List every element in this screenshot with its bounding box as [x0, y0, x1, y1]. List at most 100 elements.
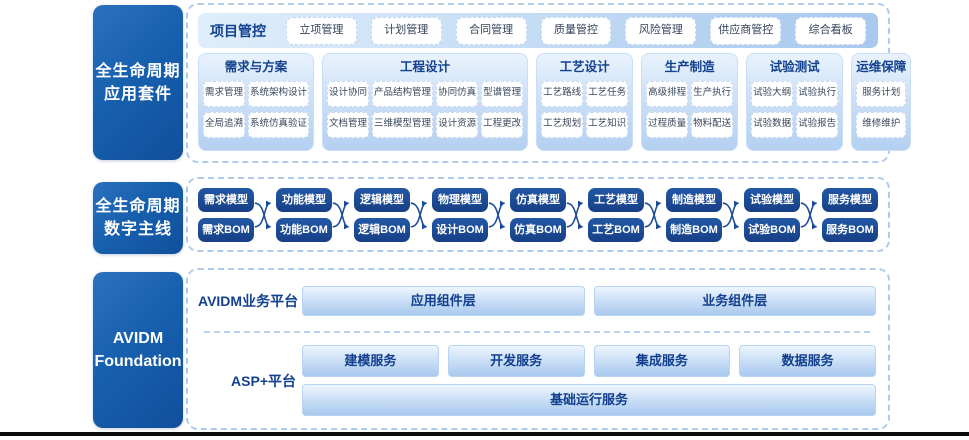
cross-link-arrows	[254, 199, 272, 230]
suite-columns: 需求与方案 需求管理 系统架构设计 全局追溯 系统仿真验证 工程设计 设计协同 …	[188, 53, 912, 151]
module-button: 全局追溯	[203, 112, 246, 138]
button-row: 服务计划	[856, 81, 907, 107]
thread-side-label-line1: 全生命周期	[95, 198, 181, 215]
module-button: 维修维护	[856, 112, 907, 138]
bom-chip: 功能BOM	[276, 217, 332, 242]
business-platform-label: AVIDM业务平台	[198, 293, 299, 309]
module-button: 工艺规划	[541, 112, 584, 138]
module-button: 文档管理	[327, 112, 370, 138]
cross-link-arrows	[332, 199, 350, 230]
module-button: 型谱管理	[481, 81, 524, 107]
asp-platform-row: ASP+平台 建模服务 开发服务 集成服务 数据服务 基础运行服务	[198, 345, 876, 416]
module-button: 工艺任务	[586, 81, 629, 107]
project-control-label: 项目管控	[210, 22, 266, 39]
model-chip: 服务模型	[822, 187, 878, 212]
module-button: 工艺知识	[586, 112, 629, 138]
bottom-edge-line	[0, 432, 969, 436]
module-button: 系统仿真验证	[248, 112, 310, 138]
bom-chip: 工艺BOM	[588, 217, 644, 242]
module-button: 试验数据	[751, 112, 794, 138]
button-row: 工艺规划 工艺知识	[541, 112, 629, 138]
model-chip: 制造模型	[666, 187, 722, 212]
application-component-layer-box: 应用组件层	[302, 286, 585, 316]
model-chip: 功能模型	[276, 187, 332, 212]
chain-pair-requirement: 需求模型 需求BOM	[198, 187, 254, 242]
asp-platform-label: ASP+平台	[231, 372, 296, 389]
button-row: 试验大纲 试验执行	[751, 81, 839, 107]
chain-pair-function: 功能模型 功能BOM	[276, 187, 332, 242]
foundation-container: AVIDM业务平台 应用组件层 业务组件层 ASP+平台 建模服务 开发服务 集…	[186, 268, 890, 430]
model-chip: 试验模型	[744, 187, 800, 212]
column-title: 运维保障	[856, 60, 907, 74]
module-button: 工程更改	[481, 112, 524, 138]
business-platform-row: AVIDM业务平台 应用组件层 业务组件层	[198, 286, 876, 316]
module-button: 需求管理	[203, 81, 246, 107]
foundation-side-label: AVIDM Foundation	[93, 272, 183, 428]
column-requirements: 需求与方案 需求管理 系统架构设计 全局追溯 系统仿真验证	[198, 53, 315, 151]
button-row: 工艺路线 工艺任务	[541, 81, 629, 107]
foundation-side-label-line1: AVIDM	[112, 330, 164, 347]
business-platform-boxes: 应用组件层 业务组件层	[302, 286, 876, 316]
column-engineering-design: 工程设计 设计协同 产品结构管理 协同仿真 型谱管理 文档管理 三维模型管理 设…	[322, 53, 529, 151]
module-button: 设计协同	[327, 81, 370, 107]
model-chip: 仿真模型	[510, 187, 566, 212]
pm-button-project-initiation: 立项管理	[286, 16, 357, 45]
module-button: 工艺路线	[541, 81, 584, 107]
column-maintenance: 运维保障 服务计划 维修维护	[851, 53, 912, 151]
bom-chip: 设计BOM	[432, 217, 488, 242]
base-runtime-service-box: 基础运行服务	[302, 384, 876, 416]
bom-chip: 服务BOM	[822, 217, 878, 242]
model-chip: 工艺模型	[588, 187, 644, 212]
platform-divider	[204, 331, 870, 333]
suite-side-label: 全生命周期 应用套件	[93, 5, 183, 160]
module-button: 协同仿真	[436, 81, 479, 107]
button-row: 维修维护	[856, 112, 907, 138]
integration-service-box: 集成服务	[593, 345, 731, 377]
module-button: 高级排程	[646, 81, 689, 107]
asp-platform-stack: 建模服务 开发服务 集成服务 数据服务 基础运行服务	[302, 345, 876, 416]
suite-container: 项目管控 立项管理 计划管理 合同管理 质量管控 风险管理 供应商管控 综合看板…	[186, 3, 912, 163]
modeling-service-box: 建模服务	[302, 345, 439, 377]
thread-container: 需求模型 需求BOM 功能模型 功能BOM 逻辑模型 逻辑BOM	[186, 177, 890, 252]
model-chip: 需求模型	[198, 187, 254, 212]
cross-link-arrows	[644, 199, 662, 230]
module-button: 试验大纲	[751, 81, 794, 107]
suite-side-label-line2: 应用套件	[103, 85, 172, 103]
foundation-inner: AVIDM业务平台 应用组件层 业务组件层 ASP+平台 建模服务 开发服务 集…	[188, 270, 888, 428]
chain-pair-test: 试验模型 试验BOM	[744, 187, 800, 242]
module-button: 服务计划	[856, 81, 907, 107]
development-service-box: 开发服务	[447, 345, 585, 377]
module-button: 三维模型管理	[372, 112, 434, 138]
column-test-verification: 试验测试 试验大纲 试验执行 试验数据 试验报告	[746, 53, 844, 151]
foundation-side-label-line2: Foundation	[94, 353, 182, 370]
module-button: 物料配送	[691, 112, 734, 138]
chain-pair-simulation: 仿真模型 仿真BOM	[510, 187, 566, 242]
module-button: 过程质量	[646, 112, 689, 138]
column-manufacturing: 生产制造 高级排程 生产执行 过程质量 物料配送	[641, 53, 739, 151]
chain-pair-service: 服务模型 服务BOM	[822, 187, 878, 242]
model-bom-chain: 需求模型 需求BOM 功能模型 功能BOM 逻辑模型 逻辑BOM	[188, 179, 888, 250]
button-row: 过程质量 物料配送	[646, 112, 734, 138]
pm-button-dashboard: 综合看板	[795, 16, 867, 45]
cross-link-arrows	[488, 199, 506, 230]
button-row: 设计协同 产品结构管理 协同仿真 型谱管理	[327, 81, 524, 107]
column-process-design: 工艺设计 工艺路线 工艺任务 工艺规划 工艺知识	[536, 53, 634, 151]
thread-side-label-line2: 数字主线	[103, 221, 172, 238]
column-title: 试验测试	[769, 60, 820, 74]
cross-link-arrows	[722, 199, 740, 230]
column-title: 生产制造	[664, 60, 715, 74]
pm-button-quality-control: 质量管控	[540, 16, 612, 45]
pm-button-plan-management: 计划管理	[370, 16, 442, 45]
asp-service-boxes: 建模服务 开发服务 集成服务 数据服务	[302, 345, 876, 377]
module-button: 生产执行	[691, 81, 734, 107]
button-row: 高级排程 生产执行	[646, 81, 734, 107]
bom-chip: 仿真BOM	[510, 217, 566, 242]
model-chip: 逻辑模型	[354, 187, 410, 212]
column-title: 需求与方案	[224, 60, 288, 74]
button-row: 文档管理 三维模型管理 设计资源 工程更改	[327, 112, 524, 138]
module-button: 产品结构管理	[372, 81, 434, 107]
project-control-bar: 项目管控 立项管理 计划管理 合同管理 质量管控 风险管理 供应商管控 综合看板	[198, 13, 878, 48]
column-title: 工艺设计	[559, 60, 610, 74]
pm-button-risk-management: 风险管理	[625, 16, 697, 45]
